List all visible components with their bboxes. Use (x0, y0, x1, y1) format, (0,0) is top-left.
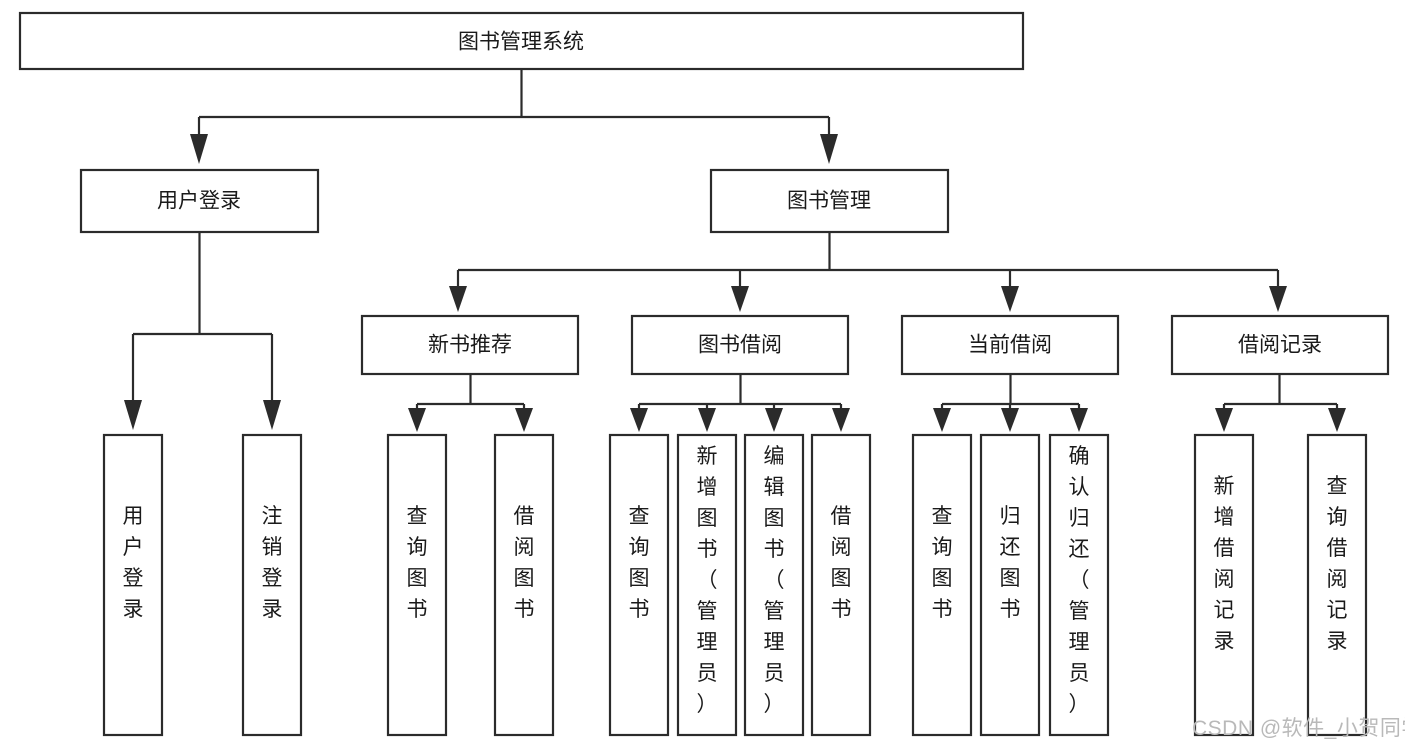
node-book-manage-box[interactable] (709, 168, 950, 234)
arrow-to-leaf-confirm-return (1070, 408, 1088, 432)
node-leaf-edit-book[interactable]: 编辑图书（管理员） (743, 433, 805, 737)
node-user-login[interactable]: 用户登录 (79, 168, 320, 234)
node-current-borrow-box[interactable] (900, 314, 1120, 376)
arrow-to-leaf-user-login (124, 400, 142, 430)
node-leaf-query-record-label: 查询借阅记录 (1327, 475, 1348, 653)
node-new-book-rec-label: 新书推荐 (428, 334, 512, 357)
connector-group-borrowrecord-to-leaves (1215, 374, 1346, 432)
node-leaf-confirm-return[interactable]: 确认归还（管理员） (1048, 433, 1110, 737)
node-book-manage-label: 图书管理 (787, 190, 871, 213)
node-current-borrow-label: 当前借阅 (968, 334, 1052, 357)
arrow-to-leaf-borrow-book-2 (832, 408, 850, 432)
arrow-to-leaf-query-book-3 (933, 408, 951, 432)
arrow-to-current-borrow (1001, 286, 1019, 312)
node-root-label: 图书管理系统 (458, 31, 584, 54)
node-leaf-query-record-box[interactable] (1306, 433, 1368, 737)
connector-group-userlogin-to-leaves (124, 232, 281, 430)
arrow-to-leaf-add-record (1215, 408, 1233, 432)
arrow-to-leaf-add-book (698, 408, 716, 432)
arrow-to-leaf-edit-book (765, 408, 783, 432)
arrow-to-leaf-return-book (1001, 408, 1019, 432)
node-borrow-record[interactable]: 借阅记录 (1170, 314, 1390, 376)
node-leaf-edit-book-label: 编辑图书（管理员） (764, 445, 785, 716)
connector-group-bookborrow-to-leaves (630, 374, 850, 432)
arrow-to-leaf-query-book-2 (630, 408, 648, 432)
node-book-borrow-label: 图书借阅 (698, 334, 782, 357)
node-leaf-return-book[interactable]: 归还图书 (979, 433, 1041, 737)
node-leaf-query-book-1-box[interactable] (386, 433, 448, 737)
node-user-login-box[interactable] (79, 168, 320, 234)
node-leaf-borrow-book-2-label: 借阅图书 (831, 505, 852, 621)
node-leaf-confirm-return-label: 确认归还（管理员） (1069, 445, 1090, 716)
node-leaf-user-login-label: 用户登录 (123, 505, 144, 621)
node-user-login-label: 用户登录 (157, 190, 241, 213)
node-leaf-edit-book-box[interactable] (743, 433, 805, 737)
node-leaf-user-login[interactable]: 用户登录 (102, 433, 164, 737)
connector-group-newbookrec-to-leaves (408, 374, 533, 432)
connector-group-bookmanage-to-level3 (449, 232, 1287, 312)
connector-group-root-to-level2 (190, 69, 838, 164)
node-leaf-add-record-box[interactable] (1193, 433, 1255, 737)
node-leaf-confirm-return-box[interactable] (1048, 433, 1110, 737)
arrow-to-leaf-query-book-1 (408, 408, 426, 432)
node-leaf-add-record[interactable]: 新增借阅记录 (1193, 433, 1255, 737)
node-leaf-add-book-box[interactable] (676, 433, 738, 737)
node-leaf-borrow-book-1-label: 借阅图书 (514, 505, 535, 621)
watermark-label: CSDN @软件_小贺同学 (1192, 717, 1405, 740)
node-root[interactable]: 图书管理系统 (18, 11, 1025, 71)
node-root-box[interactable] (18, 11, 1025, 71)
node-leaf-borrow-book-2-box[interactable] (810, 433, 872, 737)
node-borrow-record-label: 借阅记录 (1238, 334, 1322, 357)
arrow-to-leaf-logout (263, 400, 281, 430)
node-current-borrow[interactable]: 当前借阅 (900, 314, 1120, 376)
node-leaf-logout[interactable]: 注销登录 (241, 433, 303, 737)
node-book-manage[interactable]: 图书管理 (709, 168, 950, 234)
arrow-to-leaf-borrow-book-1 (515, 408, 533, 432)
arrow-to-user-login (190, 134, 208, 164)
node-leaf-add-book-label: 新增图书（管理员） (697, 445, 718, 716)
node-leaf-borrow-book-2[interactable]: 借阅图书 (810, 433, 872, 737)
node-leaf-return-book-label: 归还图书 (1000, 505, 1021, 621)
node-new-book-rec-box[interactable] (360, 314, 580, 376)
node-book-borrow[interactable]: 图书借阅 (630, 314, 850, 376)
node-leaf-logout-label: 注销登录 (262, 505, 283, 621)
arrow-to-new-book-rec (449, 286, 467, 312)
node-new-book-rec[interactable]: 新书推荐 (360, 314, 580, 376)
arrow-to-book-manage (820, 134, 838, 164)
node-leaf-user-login-box[interactable] (102, 433, 164, 737)
node-leaf-borrow-book-1[interactable]: 借阅图书 (493, 433, 555, 737)
node-leaf-query-book-2-label: 查询图书 (629, 505, 650, 621)
node-leaf-borrow-book-1-box[interactable] (493, 433, 555, 737)
node-borrow-record-box[interactable] (1170, 314, 1390, 376)
node-leaf-query-book-3-label: 查询图书 (932, 505, 953, 621)
arrow-to-leaf-query-record (1328, 408, 1346, 432)
node-leaf-query-book-2[interactable]: 查询图书 (608, 433, 670, 737)
connector-group-currentborrow-to-leaves (933, 374, 1088, 432)
node-leaf-query-book-2-box[interactable] (608, 433, 670, 737)
node-leaf-query-record[interactable]: 查询借阅记录 (1306, 433, 1368, 737)
node-leaf-query-book-3-box[interactable] (911, 433, 973, 737)
node-leaf-add-record-label: 新增借阅记录 (1214, 475, 1235, 653)
arrow-to-borrow-record (1269, 286, 1287, 312)
node-leaf-query-book-3[interactable]: 查询图书 (911, 433, 973, 737)
node-leaf-add-book[interactable]: 新增图书（管理员） (676, 433, 738, 737)
arrow-to-book-borrow (731, 286, 749, 312)
node-book-borrow-box[interactable] (630, 314, 850, 376)
node-leaf-logout-box[interactable] (241, 433, 303, 737)
node-leaf-query-book-1-label: 查询图书 (407, 505, 428, 621)
node-leaf-query-book-1[interactable]: 查询图书 (386, 433, 448, 737)
node-leaf-return-book-box[interactable] (979, 433, 1041, 737)
